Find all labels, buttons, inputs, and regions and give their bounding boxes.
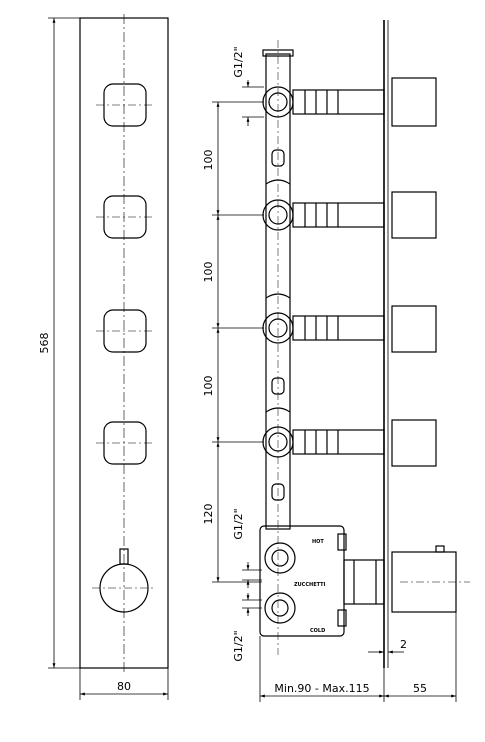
dimension-total-height (48, 17, 80, 669)
spacing-4-label: 120 (202, 504, 215, 525)
knob-depth-label: 55 (413, 682, 427, 695)
side-view-centerlines (277, 40, 470, 655)
brand-label: ZUCCHETTI (294, 582, 326, 588)
hot-inlet (264, 542, 296, 574)
spacing-2-label: 100 (202, 262, 215, 283)
outlet-2 (262, 191, 437, 239)
thread-mid-label: G1/2" (232, 508, 245, 539)
front-plate-view (79, 14, 169, 672)
knob-indicator (119, 548, 129, 565)
plate-thickness-label: 2 (400, 638, 407, 651)
cold-label: COLD (310, 628, 325, 634)
thermostatic-cartridge (343, 559, 385, 605)
outlet-3 (262, 305, 437, 353)
thread-bottom-label: G1/2" (232, 630, 245, 661)
spacing-1-label: 100 (202, 150, 215, 171)
thermostatic-body (259, 525, 345, 637)
depth-range-label: Min.90 - Max.115 (274, 682, 369, 695)
hot-label: HOT (312, 539, 324, 545)
pipe-window-1 (271, 149, 285, 167)
outlet-1 (262, 77, 437, 127)
dimension-panel-width (79, 668, 169, 700)
dimension-total-height-label: 568 (38, 333, 51, 354)
manifold-pipe (265, 53, 291, 530)
depth-dimensions (259, 612, 457, 702)
cold-inlet (264, 592, 296, 624)
outlet-4 (262, 419, 437, 467)
spacing-3-label: 100 (202, 376, 215, 397)
spacing-dimensions (212, 101, 264, 583)
thread-top-label: G1/2" (232, 46, 245, 77)
dimension-panel-width-label: 80 (117, 680, 131, 693)
side-view (259, 20, 457, 668)
thread-callouts (242, 80, 264, 616)
